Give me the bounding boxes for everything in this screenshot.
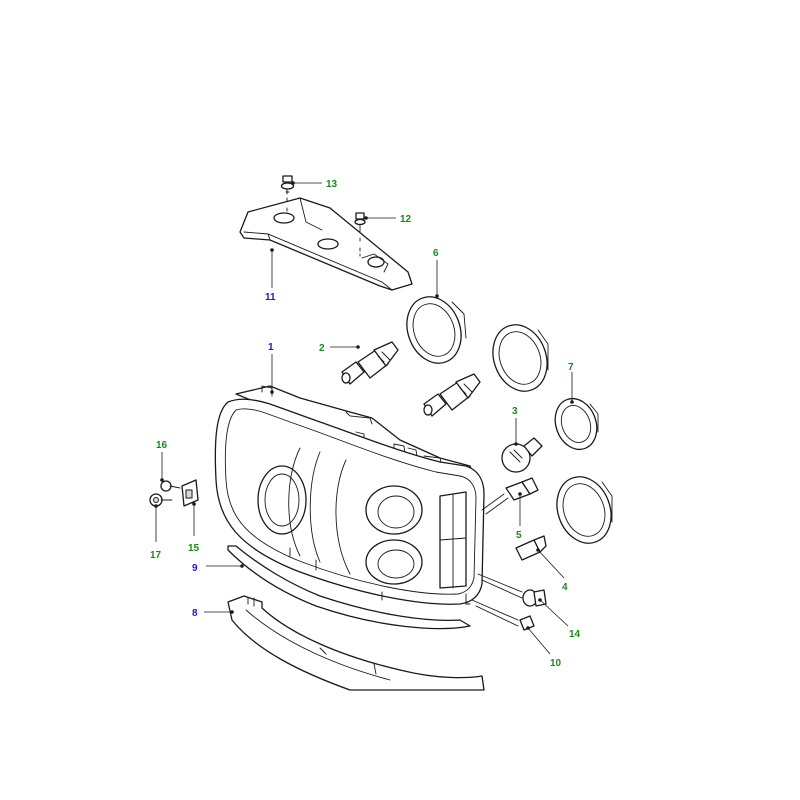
h7-bulb-2 [341,341,399,385]
dust-cover-6 [406,296,467,364]
bracket-screw-13 [280,175,295,215]
bracket-screw-12 [354,212,366,257]
callouts: 13 12 11 6 2 1 7 3 5 4 14 10 16 [150,179,581,669]
dust-cover-lower [556,476,613,544]
callout-11: 11 [265,292,276,303]
callout-14: 14 [569,629,581,640]
callout-1: 1 [268,342,274,353]
callout-10: 10 [550,658,562,669]
top-bracket [239,197,413,291]
callout-2: 2 [319,343,325,354]
callout-13: 13 [326,179,338,190]
callout-7: 7 [568,362,574,373]
dust-cover-7 [554,397,599,451]
callout-16: 16 [156,440,168,451]
callout-17: 17 [150,550,162,561]
screw-16 [160,480,181,492]
socket-14 [477,573,547,607]
headlamp-housing [214,385,485,605]
callout-3: 3 [512,406,518,417]
callout-8: 8 [192,608,198,619]
callout-15: 15 [188,543,200,554]
callout-5: 5 [516,530,522,541]
bulb-10 [471,599,535,631]
dust-cover-middle [492,324,549,392]
clip-15 [181,479,199,507]
h7-bulb-lower [423,373,481,417]
screw-17 [149,493,173,507]
callout-4: 4 [562,582,568,593]
indicator-bulb-3 [501,437,543,473]
callout-6: 6 [433,248,439,259]
wedge-bulb-5 [481,477,539,515]
callout-9: 9 [192,563,198,574]
trim-strip-9 [227,545,471,630]
callout-12: 12 [400,214,412,225]
finisher-panel-8 [227,595,485,691]
